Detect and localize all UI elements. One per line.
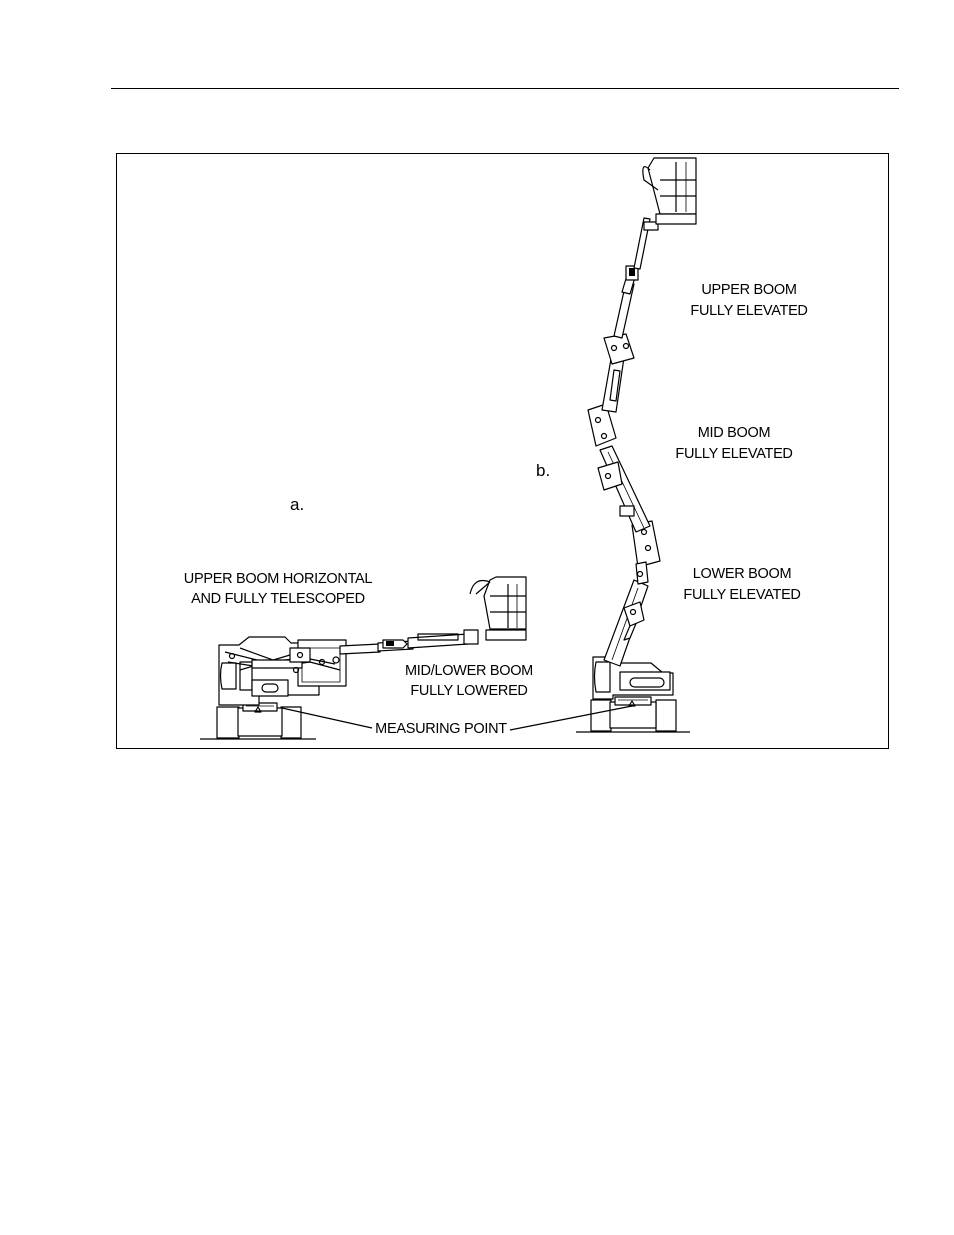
label-upper-boom-2: FULLY ELEVATED (690, 303, 807, 319)
machine-b (576, 158, 696, 732)
wheel-b-front (591, 700, 611, 731)
label-lower-boom-1: LOWER BOOM (693, 566, 792, 582)
label-lower-boom-2: FULLY ELEVATED (683, 587, 800, 603)
label-mid-boom-2: FULLY ELEVATED (675, 446, 792, 462)
label-mid-boom-1: MID BOOM (698, 425, 771, 441)
platform-a (484, 577, 526, 629)
wheel-b-rear (656, 700, 676, 731)
view-b-marker: b. (536, 461, 550, 480)
label-midlower-boom-1: MID/LOWER BOOM (405, 663, 533, 679)
jib-a (408, 634, 468, 648)
view-a-marker: a. (290, 495, 304, 514)
wheel-a-front (217, 707, 239, 738)
platform-b (648, 158, 696, 214)
label-measuring-point: MEASURING POINT (375, 721, 507, 737)
knuckle-upper-b (604, 334, 634, 364)
label-upper-boom-horizontal-1: UPPER BOOM HORIZONTAL (184, 571, 373, 587)
label-upper-boom-horizontal-2: AND FULLY TELESCOPED (191, 591, 365, 607)
lower-boom-b (604, 580, 648, 666)
label-upper-boom-1: UPPER BOOM (701, 282, 796, 298)
label-midlower-boom-2: FULLY LOWERED (410, 683, 527, 699)
